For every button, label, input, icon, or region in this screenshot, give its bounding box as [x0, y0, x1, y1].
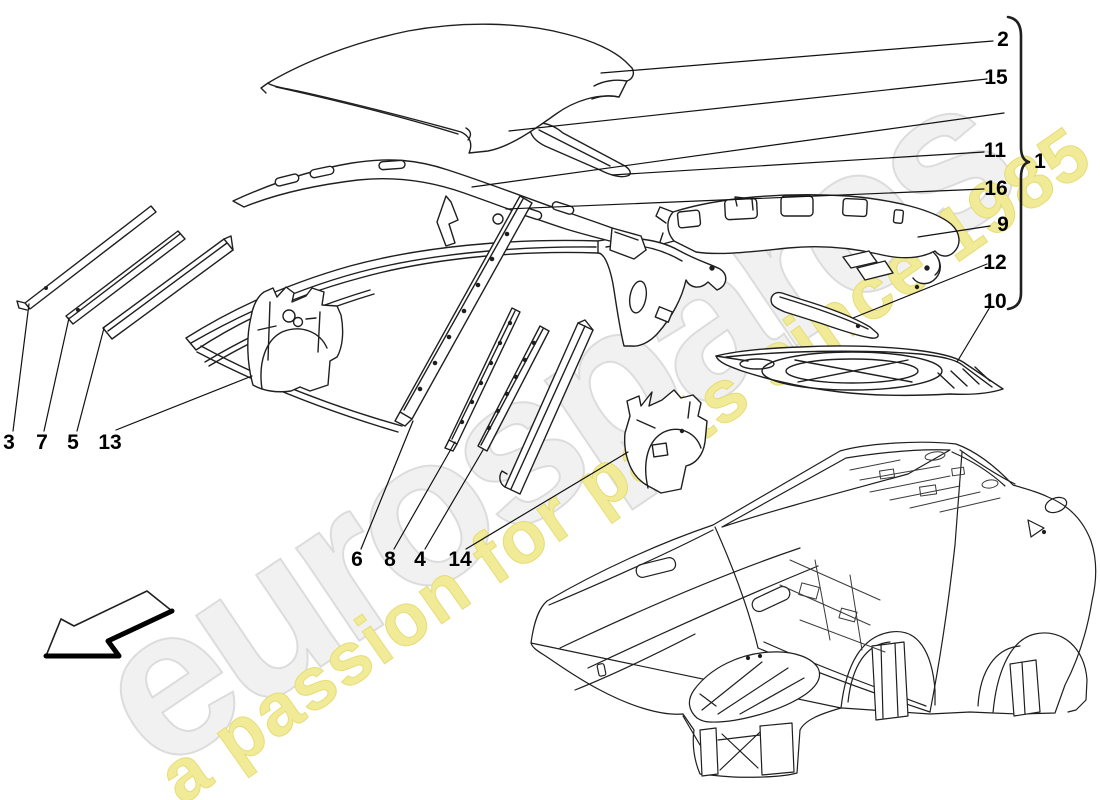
side-strip-part-7 [65, 230, 186, 325]
quarter-frame-part [597, 237, 727, 347]
pillar-strip-part-4 [477, 325, 550, 452]
callout-9: 9 [997, 213, 1009, 236]
rear-header-rail-part [655, 193, 960, 290]
callout-1: 1 [1034, 150, 1046, 173]
callout-3: 3 [3, 431, 15, 454]
callout-6: 6 [351, 548, 363, 571]
callout-8: 8 [384, 548, 396, 571]
callout-2: 2 [997, 28, 1009, 51]
leader-lines [12, 40, 1005, 550]
wheelhouse-left-part-13 [247, 286, 344, 393]
callout-13: 13 [98, 431, 122, 454]
callout-4: 4 [414, 548, 426, 571]
car-body-illustration [530, 441, 1097, 778]
callout-12: 12 [983, 251, 1007, 274]
trim-strip-part-12 [770, 291, 879, 339]
roof-bow-strip-part [529, 122, 631, 178]
side-strip-part-5 [102, 235, 234, 340]
callout-15: 15 [984, 66, 1008, 89]
callout-7: 7 [36, 431, 48, 454]
callout-16: 16 [984, 177, 1008, 200]
callout-11: 11 [983, 139, 1007, 162]
wheelhouse-right-part-14 [623, 389, 708, 494]
roof-panel-part [260, 23, 635, 154]
slotted-cantrail-part [232, 159, 647, 260]
assembly-brace [1006, 15, 1031, 311]
b-pillar-strip-part [499, 319, 594, 495]
side-strip-part-3 [16, 205, 157, 311]
callout-5: 5 [67, 431, 79, 454]
callout-14: 14 [448, 548, 472, 571]
direction-arrow-icon [43, 590, 175, 659]
callout-10: 10 [983, 290, 1007, 313]
pillar-strip-part-8 [444, 307, 521, 452]
rear-shelf-panel-part-10 [715, 345, 1004, 396]
pillar-strip-part-6 [394, 195, 533, 427]
